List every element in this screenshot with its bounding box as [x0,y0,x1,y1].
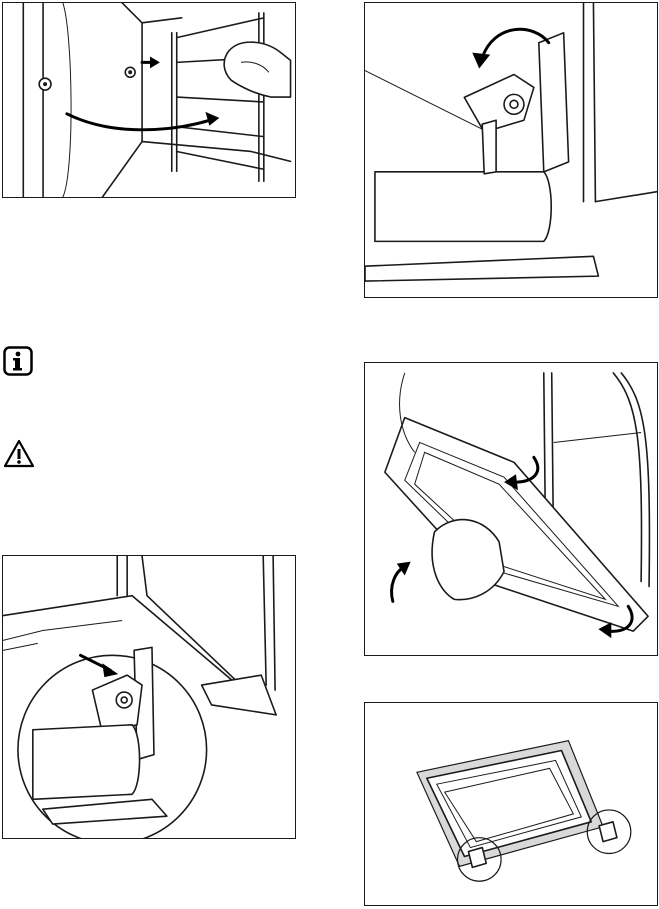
fig-hinge-lever-lift [364,2,658,298]
warning-icon [3,439,35,469]
fig-hinge-lever-open-door [2,555,296,839]
fig-door-removal [364,362,658,656]
door-glass-clips-illustration [365,703,657,905]
hinge-lever-illustration [365,3,657,297]
fig-remove-shelf-supports [2,2,296,198]
door-hinge-illustration [3,556,295,838]
info-icon [3,346,33,376]
door-lift-illustration [365,363,657,655]
fig-door-glass-clips [364,702,658,906]
shelf-support-removal-illustration [3,3,295,197]
